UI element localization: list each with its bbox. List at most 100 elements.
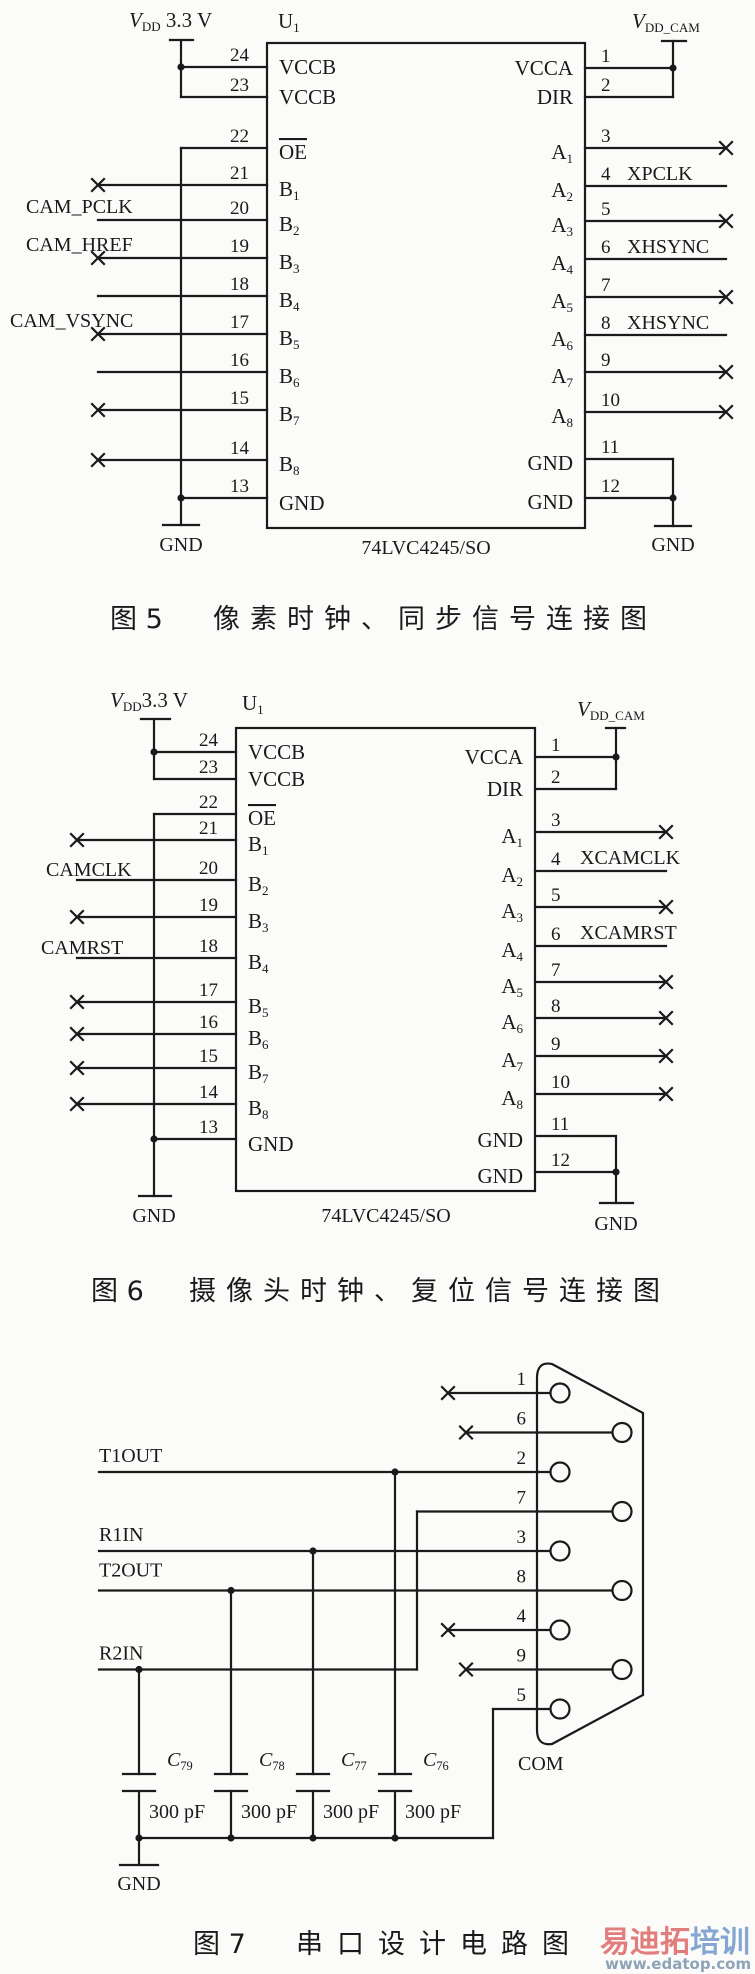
pin-label-5-subscript: 3 (516, 910, 523, 925)
chip-part-number: 74LVC4245/SO (321, 1205, 450, 1227)
pin-number-17: 17 (199, 980, 218, 1001)
pin-label-21: B1 (279, 177, 300, 203)
pin-label-16: B6 (279, 364, 300, 390)
capacitor-label-subscript: 77 (354, 1759, 366, 1773)
figure-number: 图 5 (110, 604, 163, 635)
pin-number-24: 24 (230, 45, 250, 66)
pin-number-3: 3 (601, 126, 611, 147)
no-connect-mark (658, 974, 674, 990)
pin-number-16: 16 (230, 350, 249, 371)
pin-label-23: VCCB (279, 85, 336, 109)
pin-label-7-subscript: 5 (566, 300, 573, 315)
pin-number-9: 9 (601, 350, 611, 371)
junction-dot (227, 1834, 235, 1842)
pin-label-10-base: A (501, 1086, 517, 1110)
pin-label-19: B3 (248, 909, 269, 935)
pin-label-8-subscript: 6 (566, 338, 573, 353)
signal-label-xcamrst: XCAMRST (580, 922, 677, 944)
no-connect-mark (69, 909, 85, 925)
pin-number-8: 8 (551, 996, 561, 1017)
vdd-3v3-label: VDD3.3 V (110, 688, 188, 714)
pin-label-7: A5 (501, 974, 523, 1000)
pin-label-16-subscript: 6 (262, 1037, 269, 1052)
pin-label-12: GND (528, 490, 574, 514)
vdd-3v3-label-subscript: DD (142, 19, 161, 34)
pin-label-4-subscript: 2 (566, 189, 573, 204)
capacitor-label-subscript: 76 (436, 1759, 448, 1773)
pin-number-12: 12 (551, 1150, 570, 1171)
pin-label-18-base: B (279, 288, 293, 312)
pin-label-21-base: B (248, 832, 262, 856)
pin-label-20-subscript: 2 (262, 883, 269, 898)
vdd-cam-label-subscript: DD_CAM (645, 20, 700, 35)
pin-label-9-subscript: 7 (566, 375, 573, 390)
pin-label-5-base: A (551, 213, 567, 237)
pin-label-8: A6 (551, 327, 573, 353)
connector-pin-5 (549, 1698, 571, 1720)
pin-number-5: 5 (601, 199, 611, 220)
pin-label-9-base: A (501, 1048, 517, 1072)
pin-label-15-subscript: 7 (262, 1071, 269, 1086)
pin-label-18-subscript: 4 (262, 961, 269, 976)
vdd-cam-label-base: V (577, 697, 592, 721)
pin-label-16-subscript: 6 (293, 375, 300, 390)
signal-label-camclk: CAMCLK (46, 859, 132, 881)
pin-label-17-base: B (248, 994, 262, 1018)
pin-number-4: 4 (601, 164, 611, 185)
pin-number-12: 12 (601, 476, 620, 497)
pin-label-13: GND (279, 491, 325, 515)
capacitor-value: 300 pF (405, 1801, 461, 1823)
pin-label-20-subscript: 2 (293, 223, 300, 238)
pin-number-21: 21 (230, 163, 249, 184)
pin-label-10: A8 (501, 1086, 523, 1112)
capacitor-label-base: C (167, 1749, 181, 1771)
pin-label-2: DIR (487, 777, 523, 801)
pin-label-16-base: B (248, 1026, 262, 1050)
pin-label-15: B7 (279, 402, 300, 428)
pin-label-6: A4 (501, 938, 523, 964)
no-connect-mark (440, 1385, 456, 1401)
no-connect-mark (69, 1096, 85, 1112)
pin-number-15: 15 (230, 388, 249, 409)
pin-label-21-subscript: 1 (262, 843, 269, 858)
pin-label-14: B8 (248, 1096, 269, 1122)
signal-label-xpclk: XPCLK (627, 163, 693, 185)
vdd-cam-label: VDD_CAM (577, 697, 645, 723)
chip-body (234, 726, 537, 1193)
chip-reference-base: U (242, 691, 257, 715)
watermark-url: www.edatop.com (605, 1955, 751, 1973)
junction-dot (391, 1834, 399, 1842)
pin-number-8: 8 (517, 1567, 527, 1588)
pin-label-15-base: B (279, 402, 293, 426)
pin-number-11: 11 (601, 437, 619, 458)
pin-number-3: 3 (551, 810, 561, 831)
pin-label-17: B5 (279, 326, 300, 352)
pin-label-21-base: B (279, 177, 293, 201)
pin-number-2: 2 (601, 75, 611, 96)
pin-number-10: 10 (601, 390, 620, 411)
pin-label-8-subscript: 6 (516, 1021, 523, 1036)
pin-label-24: VCCB (248, 740, 305, 764)
signal-label-r2in: R2IN (99, 1643, 143, 1665)
pin-label-7-base: A (551, 289, 567, 313)
pin-number-19: 19 (199, 895, 218, 916)
figure-caption: 串口设计电路图 (296, 1929, 583, 1960)
no-connect-mark (90, 177, 106, 193)
pin-label-3-subscript: 1 (566, 151, 573, 166)
pin-label-14-base: B (279, 452, 293, 476)
no-connect-mark (718, 140, 734, 156)
pin-label-12: GND (478, 1164, 524, 1188)
pin-label-18-subscript: 4 (293, 299, 300, 314)
pin-label-19-base: B (279, 250, 293, 274)
gnd-label: GND (117, 1873, 160, 1895)
no-connect-mark (658, 1010, 674, 1026)
pin-label-2: DIR (537, 85, 573, 109)
pin-number-4: 4 (551, 849, 561, 870)
pin-label-4: A2 (551, 178, 573, 204)
pin-number-1: 1 (601, 46, 611, 67)
capacitor-label: C79 (167, 1749, 193, 1773)
figure-caption: 像素时钟、同步信号连接图 (213, 604, 657, 635)
no-connect-mark (69, 832, 85, 848)
